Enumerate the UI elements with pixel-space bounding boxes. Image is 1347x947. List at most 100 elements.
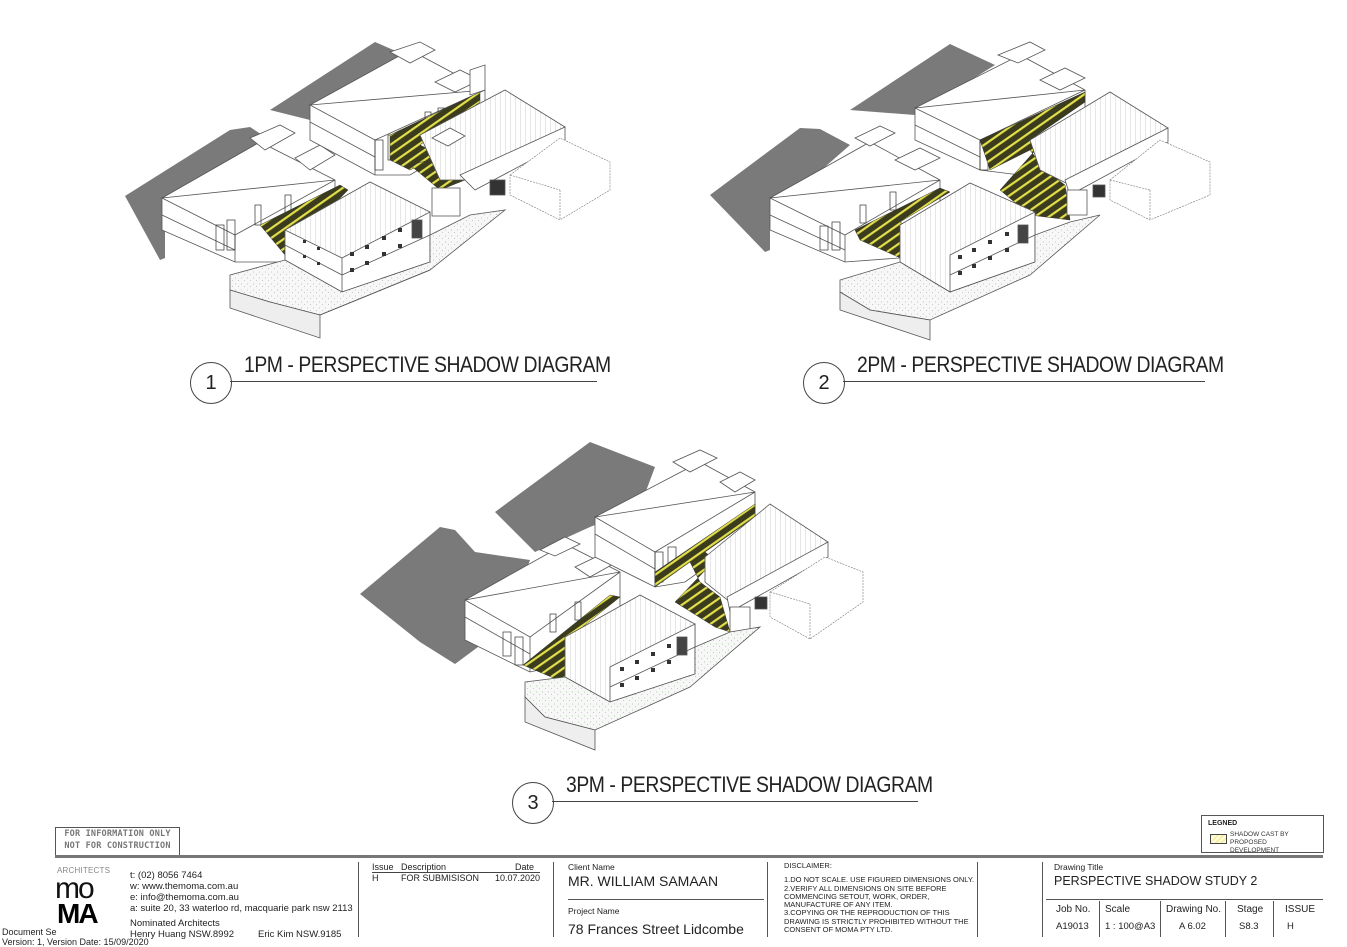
proposed-building-rear <box>1029 91 1169 216</box>
diagram-label-2: 2 2PM - PERSPECTIVE SHADOW DIAGRAM <box>803 352 1224 404</box>
title-block-rule <box>55 855 1323 858</box>
document-info: Document Se Version: 1, Version Date: 15… <box>2 927 149 947</box>
diagram-underline <box>230 381 597 382</box>
issues-header: Issue Description Date <box>372 862 540 873</box>
field-drawing-no: Drawing No. A 6.02 <box>1160 901 1226 937</box>
logo-mo: mo <box>55 872 95 905</box>
field-job-no: Job No. A19013 <box>1046 901 1100 937</box>
information-only-stamp: FOR INFORMATION ONLY NOT FOR CONSTRUCTIO… <box>55 827 180 856</box>
field-label: Drawing No. <box>1166 904 1222 915</box>
disclaimer-line: COMMENCING SETOUT, WORK, ORDER, <box>784 891 930 901</box>
architect-1: Henry Huang NSW.8992 <box>130 929 235 940</box>
proposed-building-rear <box>704 503 829 633</box>
nominated-architects: Nominated Architects Henry Huang NSW.899… <box>130 918 341 940</box>
proposed-windows <box>303 228 402 272</box>
diagram-underline <box>552 801 918 802</box>
divider <box>977 862 978 937</box>
stamp-line-1: FOR INFORMATION ONLY <box>64 829 171 839</box>
disclaimer-line: MANUFACTURE OF ANY ITEM. <box>784 900 893 910</box>
shadow-diagram-1pm <box>125 41 611 339</box>
disclaimer-line: 3.COPYING OR THE REPRODUCTION OF THIS <box>784 908 950 918</box>
legend-title: LEGNED <box>1208 820 1238 827</box>
field-value: A19013 <box>1056 921 1089 932</box>
field-issue: ISSUE H <box>1273 901 1323 937</box>
diagram-title: 2PM - PERSPECTIVE SHADOW DIAGRAM <box>857 352 1224 377</box>
neighbour-building-right <box>509 137 611 221</box>
table-row: H FOR SUBMISISON 10.07.2020 <box>372 873 540 883</box>
firm-web[interactable]: w: www.themoma.com.au <box>130 881 239 892</box>
divider <box>1046 899 1323 900</box>
proposed-windows <box>620 644 671 687</box>
diagram-label-3: 3 3PM - PERSPECTIVE SHADOW DIAGRAM <box>512 772 933 824</box>
landscaped-podium <box>524 626 762 751</box>
date-header: Date <box>514 862 534 872</box>
field-value: H <box>1287 921 1294 932</box>
drawing-title-label: Drawing Title <box>1054 862 1104 872</box>
field-label: Stage <box>1237 904 1264 915</box>
shadow-diagram-3pm <box>360 442 864 751</box>
stamp-line-2: NOT FOR CONSTRUCTION <box>64 841 171 851</box>
project-name: 78 Frances Street Lidcombe <box>568 921 744 937</box>
field-label: ISSUE <box>1285 904 1316 915</box>
document-version: Version: 1, Version Date: 15/09/2020 <box>2 937 149 947</box>
existing-shadow <box>710 44 995 252</box>
drawing-fields: Job No. A19013 Scale 1 : 100@A3 Drawing … <box>1046 901 1323 937</box>
issue-cell: H <box>372 873 379 883</box>
proposed-building-rear <box>419 89 566 217</box>
legend: LEGNED SHADOW CAST BY PROPOSED DEVELOPME… <box>1201 815 1324 855</box>
drawing-title: PERSPECTIVE SHADOW STUDY 2 <box>1054 874 1258 888</box>
disclaimer-line: DRAWING IS STRICTLY PROHIBITED WITHOUT T… <box>784 916 969 926</box>
diagram-number: 2 <box>803 362 845 404</box>
field-value: 1 : 100@A3 <box>1105 921 1156 932</box>
diagram-number: 1 <box>190 362 232 404</box>
proposed-building-front <box>899 182 1036 293</box>
hatch-swatch-icon <box>1210 834 1227 844</box>
disclaimer-title: DISCLAIMER: <box>784 861 832 870</box>
field-value: A 6.02 <box>1179 921 1206 932</box>
client-label: Client Name <box>568 862 615 872</box>
disclaimer-line: 2.VERIFY ALL DIMENSIONS ON SITE BEFORE <box>784 883 947 893</box>
field-scale: Scale 1 : 100@A3 <box>1099 901 1161 937</box>
disclaimer-line: CONSENT OF MOMA PTY LTD. <box>784 925 893 935</box>
client-name: MR. WILLIAM SAMAAN <box>568 873 719 889</box>
landscaped-podium <box>839 214 1101 341</box>
divider <box>358 862 359 937</box>
logo-tagline: ARCHITECTS <box>57 866 111 875</box>
divider <box>568 899 764 900</box>
neighbour-building-right <box>769 556 864 640</box>
diagram-label-1: 1 1PM - PERSPECTIVE SHADOW DIAGRAM <box>190 352 611 404</box>
divider <box>1042 862 1043 937</box>
date-cell: 10.07.2020 <box>494 873 540 883</box>
proposed-windows <box>958 232 1009 275</box>
diagram-title: 3PM - PERSPECTIVE SHADOW DIAGRAM <box>566 772 933 797</box>
legend-item: SHADOW CAST BY PROPOSED DEVELOPMENT <box>1230 831 1323 855</box>
issue-header: Issue <box>372 862 394 872</box>
firm-contacts: t: (02) 8056 7464 w: www.themoma.com.au … <box>130 870 353 914</box>
disclaimer: DISCLAIMER: 1.DO NOT SCALE. USE FIGURED … <box>784 861 975 935</box>
landscaped-podium <box>229 209 507 339</box>
diagram-title: 1PM - PERSPECTIVE SHADOW DIAGRAM <box>244 352 611 377</box>
legend-item-line-1: SHADOW CAST BY PROPOSED <box>1230 831 1289 846</box>
description-cell: FOR SUBMISISON <box>401 873 480 883</box>
shadow-diagram-2pm <box>710 41 1211 341</box>
divider <box>553 862 554 937</box>
logo-ma: MA <box>57 898 99 929</box>
diagram-number: 3 <box>512 782 554 824</box>
neighbour-building-right <box>1109 139 1211 221</box>
disclaimer-line: 1.DO NOT SCALE. USE FIGURED DIMENSIONS O… <box>784 875 975 885</box>
architects-row: Henry Huang NSW.8992 Eric Kim NSW.9185 <box>130 929 341 940</box>
description-header: Description <box>401 862 447 872</box>
field-label: Scale <box>1105 904 1131 915</box>
nominated-label: Nominated Architects <box>130 918 220 929</box>
diagram-underline <box>843 381 1205 382</box>
architect-2: Eric Kim NSW.9185 <box>258 929 342 940</box>
firm-email[interactable]: e: info@themoma.com.au <box>130 892 239 903</box>
field-value: S8.3 <box>1239 921 1259 932</box>
firm-phone: t: (02) 8056 7464 <box>130 870 203 881</box>
firm-address: a: suite 20, 33 waterloo rd, macquarie p… <box>130 903 353 914</box>
project-label: Project Name <box>568 906 620 916</box>
field-label: Job No. <box>1056 904 1091 915</box>
divider <box>767 862 768 937</box>
issues-table: Issue Description Date H FOR SUBMISISON … <box>372 862 540 883</box>
legend-item-line-2: DEVELOPMENT <box>1230 847 1280 854</box>
